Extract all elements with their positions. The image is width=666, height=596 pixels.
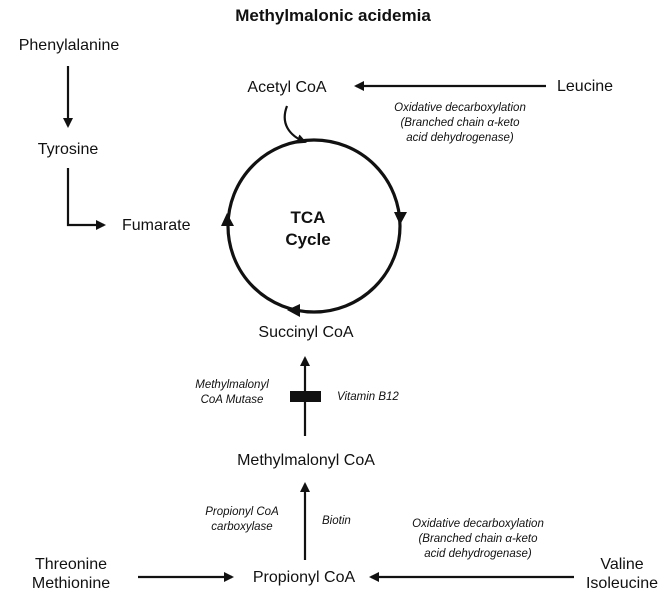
- enzyme-block-bar: [290, 391, 321, 402]
- diagram-title: Methylmalonic acidemia: [235, 6, 431, 25]
- node-isoleucine: Isoleucine: [585, 575, 659, 592]
- annotation-line: CoA Mutase: [200, 394, 264, 406]
- node-threonine-methionine: Threonine Methionine: [32, 555, 110, 593]
- annotation-line: Oxidative decarboxylation: [394, 102, 526, 114]
- node-succinyl-coa: Succinyl CoA: [258, 324, 354, 341]
- annotation-oxidative-decarboxylation-bottom: Oxidative decarboxylation (Branched chai…: [412, 517, 544, 562]
- annotation-line: Propionyl CoA: [205, 506, 279, 518]
- node-propionyl-coa: Propionyl CoA: [252, 569, 356, 586]
- node-valine: Valine: [600, 556, 644, 573]
- cycle-arrowhead-left: [221, 213, 234, 226]
- annotation-line: (Branched chain α-keto: [418, 533, 538, 545]
- node-leucine: Leucine: [557, 78, 614, 95]
- node-methionine: Methionine: [31, 575, 111, 592]
- arrow-acetyl-coa-into-cycle: [283, 105, 307, 144]
- annotation-line: Oxidative decarboxylation: [412, 518, 544, 530]
- node-tyrosine: Tyrosine: [37, 141, 99, 158]
- cycle-arrowhead-right: [394, 212, 407, 225]
- annotation-line: Methylmalonyl: [195, 379, 269, 391]
- tca-cycle-label-line1: TCA: [290, 208, 326, 227]
- annotation-propionyl-coa-carboxylase: Propionyl CoA carboxylase: [205, 505, 279, 535]
- annotation-oxidative-decarboxylation-top: Oxidative decarboxylation (Branched chai…: [394, 101, 526, 146]
- annotation-line: acid dehydrogenase): [406, 132, 514, 144]
- annotation-vitamin-b12: Vitamin B12: [337, 391, 399, 403]
- node-fumarate: Fumarate: [122, 217, 191, 234]
- arrow-tyrosine-fumarate: [66, 168, 106, 230]
- annotation-biotin: Biotin: [322, 515, 351, 527]
- annotation-line: acid dehydrogenase): [424, 548, 532, 560]
- annotation-line: (Branched chain α-keto: [400, 117, 520, 129]
- annotation-line: carboxylase: [211, 521, 273, 533]
- node-acetyl-coa: Acetyl CoA: [247, 79, 327, 96]
- tca-cycle-label: TCA Cycle: [285, 207, 330, 251]
- node-valine-isoleucine: Valine Isoleucine: [578, 555, 666, 593]
- node-threonine: Threonine: [34, 556, 108, 573]
- annotation-methylmalonyl-coa-mutase: Methylmalonyl CoA Mutase: [195, 378, 269, 408]
- cycle-arrowhead-bottom: [287, 304, 300, 317]
- tca-cycle-label-line2: Cycle: [285, 230, 331, 249]
- node-methylmalonyl-coa: Methylmalonyl CoA: [237, 452, 375, 469]
- node-phenylalanine: Phenylalanine: [18, 37, 120, 54]
